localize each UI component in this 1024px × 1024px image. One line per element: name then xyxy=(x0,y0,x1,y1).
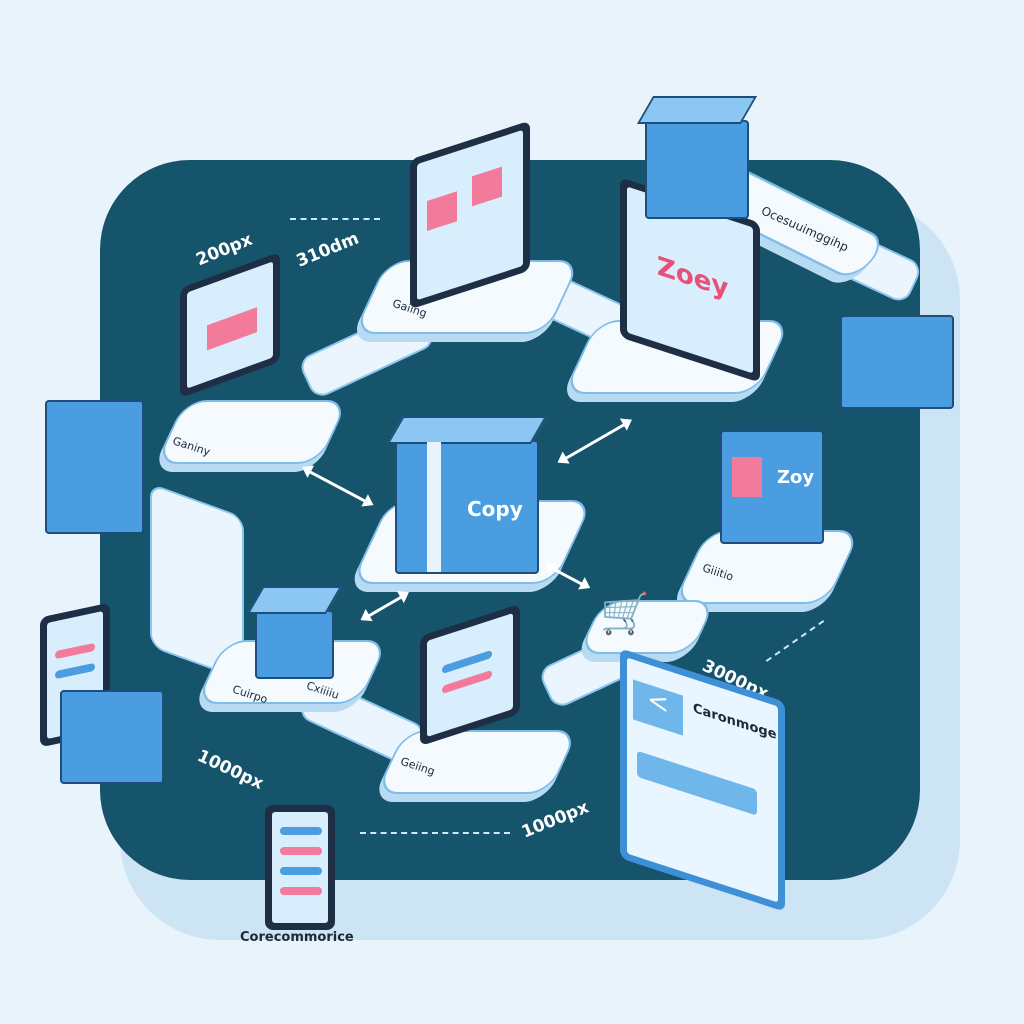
dashed-guide xyxy=(290,218,380,220)
zoey-logo: Zoey xyxy=(657,251,729,305)
center-package-box: Copy xyxy=(386,416,548,574)
checkout-button[interactable] xyxy=(637,750,757,816)
checkout-title: Caronmoge xyxy=(693,700,777,744)
box-stack xyxy=(840,315,954,409)
footer-caption: Corecommorice xyxy=(240,930,354,945)
small-package-cart xyxy=(246,586,343,679)
back-icon[interactable]: < xyxy=(633,679,683,736)
zoy-label: Zoy xyxy=(777,467,815,488)
shopping-cart-icon: 🛒 xyxy=(600,591,650,637)
open-box xyxy=(60,690,164,784)
copy-label: Copy xyxy=(467,497,523,521)
server-stack xyxy=(45,400,144,534)
package-box xyxy=(636,96,758,219)
dashed-guide xyxy=(360,832,510,834)
smartphone xyxy=(265,805,335,930)
zoy-cart: Zoy xyxy=(720,430,824,544)
